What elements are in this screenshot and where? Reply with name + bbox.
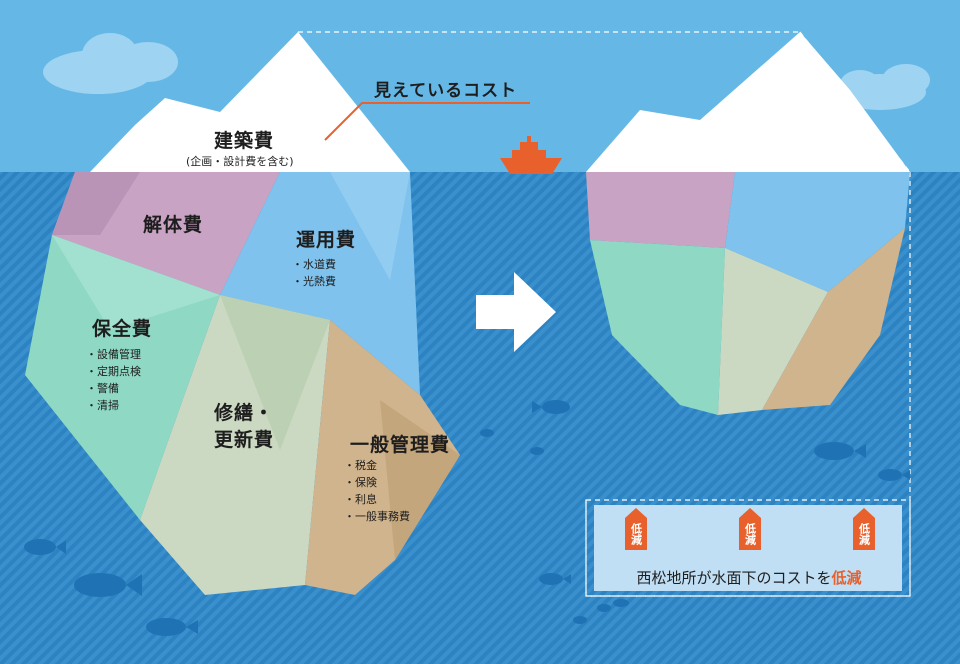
list-item: 光熱費 [292,273,336,290]
visible-cost-label: 見えているコスト [374,76,517,101]
operation-items: 水道費 光熱費 [292,256,336,290]
repair-title-line2: 更新費 [214,425,274,452]
reduction-caption-prefix: 西松地所が水面下のコストを [636,569,831,587]
list-item: 設備管理 [86,346,141,363]
list-item: 保険 [344,474,410,491]
operation-title: 運用費 [296,225,356,252]
reduction-arrow-label: 低減 [853,518,875,550]
reduction-arrow-3: 低減 [853,508,875,550]
construction-cost-subtitle: (企画・設計費を含む) [186,153,294,169]
construction-cost-title: 建築費 [214,126,274,153]
reduction-arrow-label: 低減 [739,518,761,550]
reduction-arrow-1: 低減 [625,508,647,550]
reduction-caption-emphasis: 低減 [832,569,862,587]
list-item: 警備 [86,380,141,397]
list-item: 一般事務費 [344,508,410,525]
list-item: 清掃 [86,397,141,414]
list-item: 税金 [344,457,410,474]
reduction-caption: 西松地所が水面下のコストを低減 [596,567,902,588]
general-admin-title: 一般管理費 [350,430,450,457]
reduction-arrow-2: 低減 [739,508,761,550]
list-item: 利息 [344,491,410,508]
reduction-arrow-label: 低減 [625,518,647,550]
list-item: 定期点検 [86,363,141,380]
demolition-title: 解体費 [143,210,203,237]
general-admin-items: 税金 保険 利息 一般事務費 [344,457,410,525]
list-item: 水道費 [292,256,336,273]
repair-title-line1: 修繕・ [214,398,274,425]
maintenance-title: 保全費 [92,314,152,341]
maintenance-items: 設備管理 定期点検 警備 清掃 [86,346,141,414]
